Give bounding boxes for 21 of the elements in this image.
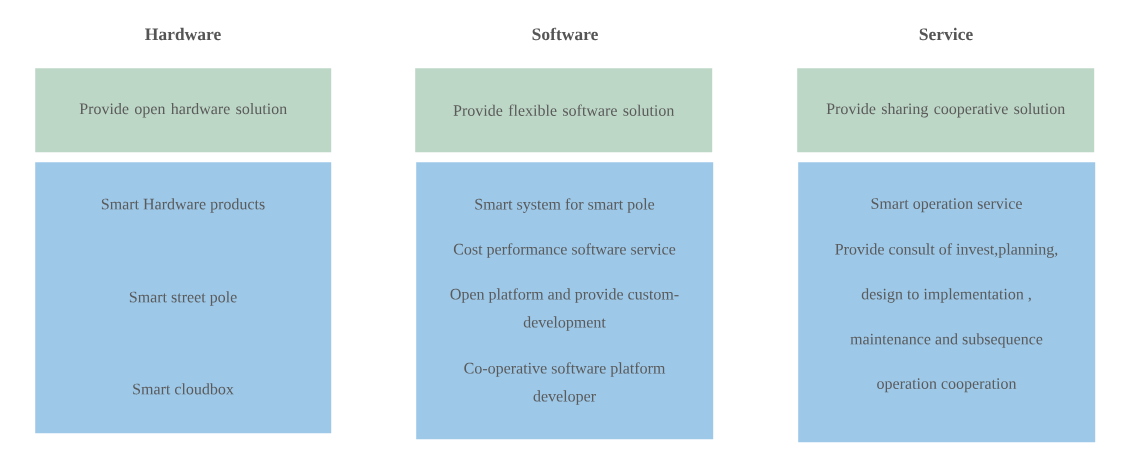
solution-box: Provide open hardware solution [35, 68, 332, 153]
list-item: maintenance and subsequence [850, 333, 1043, 348]
column-heading: Hardware [145, 27, 221, 41]
list-item: Smart street pole [129, 291, 237, 306]
solution-box: Provide flexible software solution [415, 68, 713, 153]
column-heading: Software [532, 27, 598, 41]
list-item: Open platform and provide custom-development [450, 288, 679, 331]
solution-box: Provide sharing cooperative solution [797, 68, 1095, 153]
feature-box [798, 162, 1096, 443]
list-item: design to implementation , [861, 288, 1031, 303]
list-item: Provide consult of invest,planning, [835, 243, 1058, 258]
list-item: operation cooperation [877, 378, 1017, 393]
list-item: Smart cloudbox [133, 383, 234, 395]
list-item: Smart system for smart pole [475, 198, 655, 213]
feature-box [416, 162, 714, 440]
list-item: Co-operative software platform developer [464, 362, 666, 405]
list-item: Smart Hardware products [101, 198, 265, 213]
column-heading: Service [919, 27, 973, 41]
list-item: Smart operation service [871, 198, 1022, 213]
list-item: Cost performance software service [453, 243, 676, 258]
feature-box [35, 162, 332, 434]
